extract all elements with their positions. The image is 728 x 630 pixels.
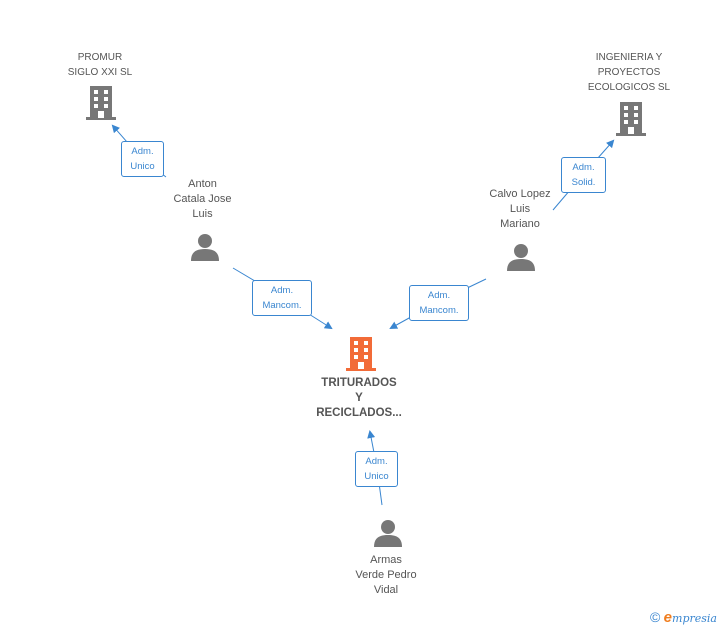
person-name-line: Vidal — [373, 584, 399, 596]
relation-role: Adm. — [427, 290, 451, 301]
relation-badge-armas-triturados[interactable]: Adm. Unico — [355, 451, 398, 487]
company-name-line: RECICLADOS... — [316, 407, 402, 419]
brand-watermark: © empresia — [650, 609, 717, 626]
person-name-line: Catala Jose — [173, 193, 232, 205]
company-name-line: TRITURADOS — [321, 377, 397, 389]
company-name-line: SIGLO XXI SL — [67, 67, 133, 78]
relation-type: Unico — [364, 471, 389, 482]
relation-type: Mancom. — [419, 305, 459, 316]
relation-type: Unico — [130, 161, 155, 172]
relation-badge-anton-triturados[interactable]: Adm. Mancom. — [252, 280, 312, 316]
company-name-line: ECOLOGICOS SL — [587, 82, 671, 93]
person-name-line: Calvo Lopez — [489, 188, 551, 200]
company-name-line: PROYECTOS — [597, 67, 661, 78]
person-name-line: Armas — [370, 554, 402, 566]
company-name-line: Y — [355, 392, 363, 404]
company-name-line: PROMUR — [77, 52, 123, 63]
company-name-promur[interactable]: PROMUR SIGLO XXI SL — [50, 50, 150, 80]
brand-logo-initial: e — [663, 609, 673, 626]
person-name-line: Mariano — [500, 218, 540, 230]
relation-role: Adm. — [365, 456, 388, 467]
relation-role: Adm. — [131, 146, 154, 157]
person-name-line: Luis — [509, 203, 531, 215]
person-name-line: Luis — [192, 208, 213, 220]
person-icon[interactable] — [191, 233, 219, 261]
relation-badge-calvo-ingenieria[interactable]: Adm. Solid. — [561, 157, 606, 193]
person-icon[interactable] — [507, 243, 535, 271]
relation-role: Adm. — [572, 162, 595, 173]
person-name-armas[interactable]: Armas Verde Pedro Vidal — [336, 553, 436, 598]
relation-type: Solid. — [571, 177, 596, 188]
relation-type: Mancom. — [262, 300, 302, 311]
building-icon[interactable] — [615, 102, 647, 136]
relation-badge-anton-promur[interactable]: Adm. Unico — [121, 141, 164, 177]
main-company-building-icon[interactable] — [345, 337, 377, 371]
company-name-triturados[interactable]: TRITURADOS Y RECICLADOS... — [300, 376, 418, 421]
person-name-calvo[interactable]: Calvo Lopez Luis Mariano — [470, 187, 570, 232]
person-icon[interactable] — [374, 519, 402, 547]
person-name-line: Anton — [188, 178, 217, 190]
relation-role: Adm. — [270, 285, 294, 296]
brand-logo-text: mpresia — [672, 612, 717, 625]
person-name-line: Verde Pedro — [355, 569, 417, 581]
company-name-ingenieria[interactable]: INGENIERIA Y PROYECTOS ECOLOGICOS SL — [570, 50, 688, 95]
company-name-line: INGENIERIA Y — [595, 52, 663, 63]
building-icon[interactable] — [85, 86, 117, 120]
person-name-anton[interactable]: Anton Catala Jose Luis — [155, 177, 250, 222]
relation-badge-calvo-triturados[interactable]: Adm. Mancom. — [409, 285, 469, 321]
copyright-icon: © — [650, 609, 661, 625]
